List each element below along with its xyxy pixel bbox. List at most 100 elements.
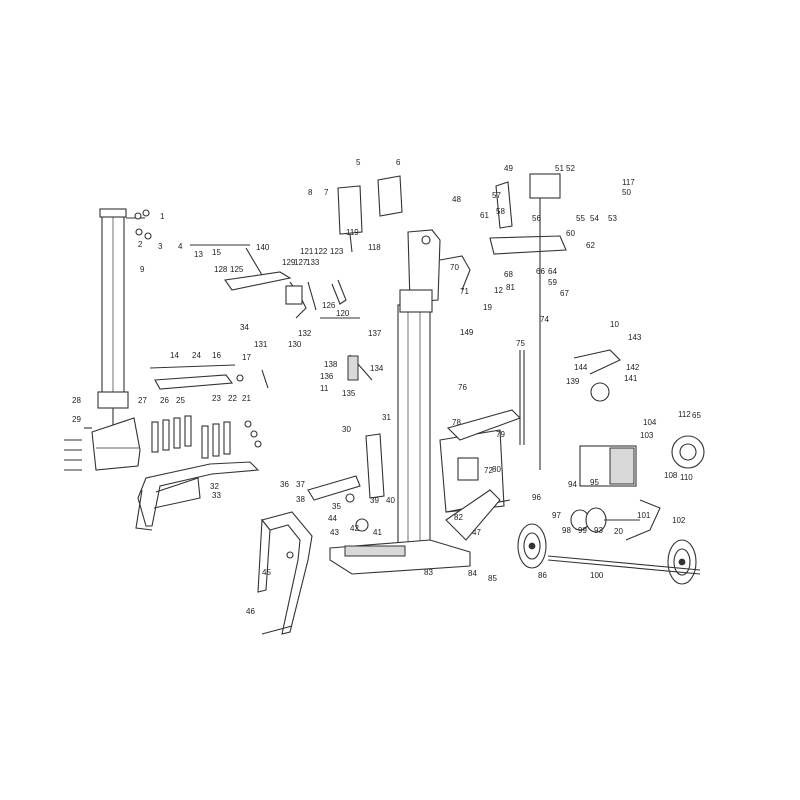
part-label-12: 12 bbox=[494, 286, 503, 295]
part-label-29: 29 bbox=[72, 415, 81, 424]
part-label-67: 67 bbox=[560, 289, 569, 298]
part-label-99: 99 bbox=[578, 526, 587, 535]
part-label-72: 72 bbox=[484, 466, 493, 475]
part-label-62: 62 bbox=[586, 241, 595, 250]
part-label-11: 11 bbox=[320, 384, 329, 393]
part-label-52: 52 bbox=[566, 164, 575, 173]
cylinder-part bbox=[97, 208, 152, 425]
part-label-130: 130 bbox=[288, 340, 302, 349]
part-label-55: 55 bbox=[576, 214, 585, 223]
part-label-117: 117 bbox=[622, 178, 635, 187]
part-label-86: 86 bbox=[538, 571, 547, 580]
part-label-36: 36 bbox=[280, 480, 289, 489]
part-label-112: 112 bbox=[678, 410, 691, 419]
part-label-61: 61 bbox=[480, 211, 489, 220]
part-label-24: 24 bbox=[192, 351, 201, 360]
part-label-66: 66 bbox=[536, 267, 545, 276]
part-label-13: 13 bbox=[194, 250, 203, 259]
part-label-133: 133 bbox=[306, 258, 320, 267]
main-column bbox=[329, 229, 521, 575]
part-label-131: 131 bbox=[254, 340, 268, 349]
part-label-23: 23 bbox=[212, 394, 221, 403]
part-label-53: 53 bbox=[608, 214, 617, 223]
part-label-7: 7 bbox=[324, 188, 329, 197]
part-label-140: 140 bbox=[256, 243, 270, 252]
part-label-30: 30 bbox=[342, 425, 351, 434]
rod-75 bbox=[519, 350, 525, 445]
wheel-right bbox=[667, 539, 697, 585]
part-label-125: 125 bbox=[230, 265, 244, 274]
part-label-39: 39 bbox=[370, 496, 379, 505]
part-label-104: 104 bbox=[643, 418, 657, 427]
part-label-20: 20 bbox=[614, 527, 623, 536]
pedal-assembly bbox=[307, 433, 385, 532]
part-label-82: 82 bbox=[454, 513, 463, 522]
part-label-19: 19 bbox=[483, 303, 492, 312]
wedge-assembly bbox=[64, 417, 141, 471]
part-label-128: 128 bbox=[214, 265, 228, 274]
part-label-95: 95 bbox=[590, 478, 599, 487]
part-label-60: 60 bbox=[566, 229, 575, 238]
part-label-135: 135 bbox=[342, 389, 356, 398]
part-label-10: 10 bbox=[610, 320, 619, 329]
part-label-76: 76 bbox=[458, 383, 467, 392]
pump-parts bbox=[570, 507, 640, 533]
part-label-98: 98 bbox=[562, 526, 571, 535]
part-label-38: 38 bbox=[296, 495, 305, 504]
part-label-70: 70 bbox=[450, 263, 459, 272]
part-label-14: 14 bbox=[170, 351, 179, 360]
part-label-110: 110 bbox=[680, 473, 693, 482]
curved-guard bbox=[135, 461, 260, 531]
part-label-108: 108 bbox=[664, 471, 678, 480]
part-label-5: 5 bbox=[356, 158, 361, 167]
part-label-85: 85 bbox=[488, 574, 497, 583]
part-label-93: 93 bbox=[594, 526, 603, 535]
lever-assembly bbox=[190, 244, 373, 381]
part-label-41: 41 bbox=[373, 528, 382, 537]
part-label-138: 138 bbox=[324, 360, 338, 369]
part-label-47: 47 bbox=[472, 528, 481, 537]
part-label-2: 2 bbox=[138, 240, 143, 249]
guide-plates bbox=[151, 415, 262, 459]
part-label-34: 34 bbox=[240, 323, 249, 332]
part-label-129: 129 bbox=[282, 258, 296, 267]
part-label-27: 27 bbox=[138, 396, 147, 405]
part-label-51: 51 bbox=[555, 164, 564, 173]
part-label-57: 57 bbox=[492, 191, 501, 200]
part-label-65: 65 bbox=[692, 411, 701, 420]
part-label-132: 132 bbox=[298, 329, 312, 338]
wheel-left bbox=[517, 523, 547, 569]
part-label-33: 33 bbox=[212, 491, 221, 500]
part-label-44: 44 bbox=[328, 514, 337, 523]
top-brackets bbox=[337, 175, 403, 253]
part-label-83: 83 bbox=[424, 568, 433, 577]
part-label-50: 50 bbox=[622, 188, 631, 197]
part-label-9: 9 bbox=[140, 265, 145, 274]
part-label-102: 102 bbox=[672, 516, 686, 525]
part-label-22: 22 bbox=[228, 394, 237, 403]
part-label-123: 123 bbox=[330, 247, 344, 256]
part-label-17: 17 bbox=[242, 353, 251, 362]
part-label-96: 96 bbox=[532, 493, 541, 502]
slide-rail bbox=[149, 364, 269, 390]
part-label-139: 139 bbox=[566, 377, 580, 386]
part-label-58: 58 bbox=[496, 207, 505, 216]
handle-frame bbox=[257, 511, 313, 635]
part-label-97: 97 bbox=[552, 511, 561, 520]
part-label-15: 15 bbox=[212, 248, 221, 257]
part-label-143: 143 bbox=[628, 333, 642, 342]
part-label-25: 25 bbox=[176, 396, 185, 405]
part-label-1: 1 bbox=[160, 212, 165, 221]
part-label-56: 56 bbox=[532, 214, 541, 223]
part-label-35: 35 bbox=[332, 502, 341, 511]
part-label-28: 28 bbox=[72, 396, 81, 405]
part-label-119: 119 bbox=[346, 228, 359, 237]
part-label-144: 144 bbox=[574, 363, 588, 372]
part-label-84: 84 bbox=[468, 569, 477, 578]
part-label-81: 81 bbox=[506, 283, 515, 292]
part-label-71: 71 bbox=[460, 287, 469, 296]
part-label-48: 48 bbox=[452, 195, 461, 204]
part-label-136: 136 bbox=[320, 372, 334, 381]
part-label-26: 26 bbox=[160, 396, 169, 405]
